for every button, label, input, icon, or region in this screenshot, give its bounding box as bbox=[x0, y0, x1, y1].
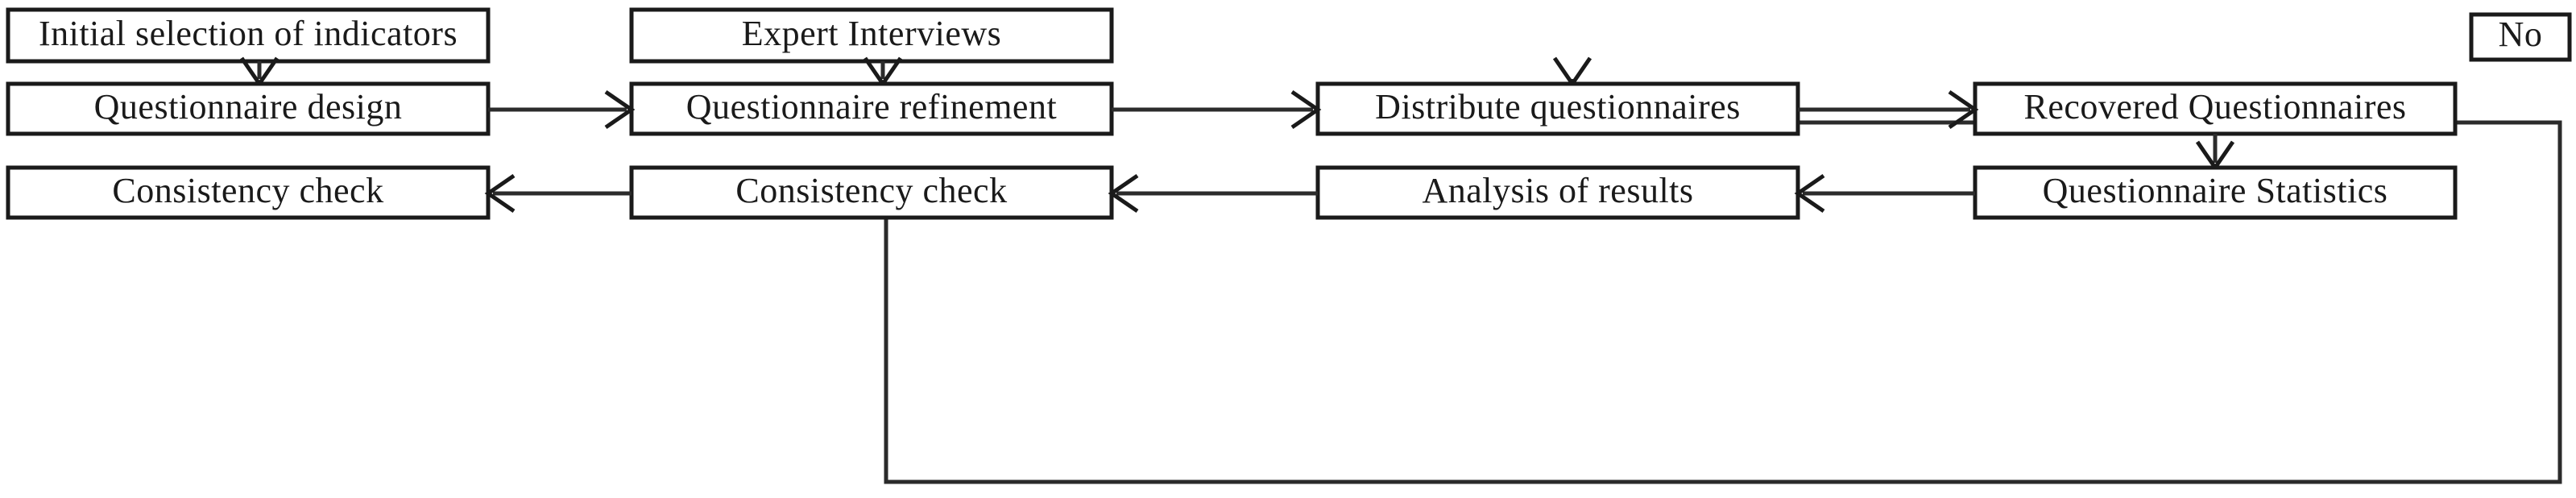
node-initial-selection-of-indicators[interactable]: Initial selection of indicators bbox=[6, 7, 491, 64]
node-label: Consistency check bbox=[735, 171, 1007, 210]
node-no-decision[interactable]: No bbox=[2469, 12, 2572, 62]
node-distribute-questionnaires[interactable]: Distribute questionnaires bbox=[1315, 81, 1800, 136]
node-label: Analysis of results bbox=[1422, 171, 1693, 210]
node-questionnaire-design[interactable]: Questionnaire design bbox=[6, 81, 491, 136]
edge-consistency-to-final bbox=[484, 173, 632, 214]
node-recovered-questionnaires[interactable]: Recovered Questionnaires bbox=[1973, 81, 2458, 136]
node-label: Questionnaire design bbox=[94, 87, 403, 127]
node-consistency-check[interactable]: Consistency check bbox=[629, 165, 1114, 220]
node-label: No bbox=[2499, 15, 2543, 54]
node-questionnaire-statistics[interactable]: Questionnaire Statistics bbox=[1973, 165, 2458, 220]
edge-refinement-to-distribute bbox=[1112, 89, 1322, 130]
edge-statistics-to-analysis bbox=[1794, 173, 1975, 214]
node-label: Consistency check bbox=[112, 171, 383, 210]
edge-distribute-to-recovered bbox=[1798, 89, 1979, 130]
edge-analysis-to-consistency bbox=[1108, 173, 1318, 214]
node-questionnaire-refinement[interactable]: Questionnaire refinement bbox=[629, 81, 1114, 136]
node-label: Expert Interviews bbox=[742, 14, 1002, 53]
node-label: Distribute questionnaires bbox=[1375, 87, 1741, 127]
node-label: Questionnaire refinement bbox=[686, 87, 1057, 127]
edge-design-to-refinement bbox=[488, 89, 636, 130]
node-expert-interviews[interactable]: Expert Interviews bbox=[629, 7, 1114, 64]
node-consistency-check-final[interactable]: Consistency check bbox=[6, 165, 491, 220]
edge-recovered-to-statistics bbox=[2195, 134, 2235, 172]
node-label: Questionnaire Statistics bbox=[2043, 171, 2388, 210]
node-label: Initial selection of indicators bbox=[39, 14, 458, 53]
node-analysis-of-results[interactable]: Analysis of results bbox=[1315, 165, 1800, 220]
node-label: Recovered Questionnaires bbox=[2023, 87, 2406, 127]
